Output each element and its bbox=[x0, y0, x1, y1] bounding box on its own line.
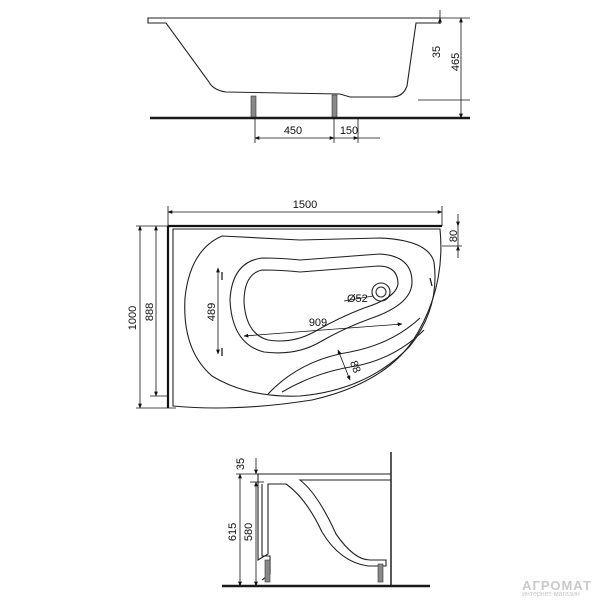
side-dim-leg-spacing: 450 bbox=[284, 125, 302, 137]
side-tub-outline bbox=[147, 17, 441, 98]
plan-drain-icon bbox=[375, 286, 387, 298]
plan-step-edge bbox=[281, 329, 425, 393]
plan-dim-basin-width: 489 bbox=[206, 303, 218, 321]
watermark-subtitle: интернет-магазин bbox=[522, 591, 580, 598]
plan-basin bbox=[229, 253, 413, 354]
side-leg-left bbox=[250, 95, 257, 119]
plan-dim-corner: 80 bbox=[448, 230, 460, 242]
plan-rim-line bbox=[184, 235, 436, 397]
end-leg-left bbox=[264, 559, 271, 583]
plan-outer-shell bbox=[172, 228, 442, 409]
plan-dim-length: 1500 bbox=[293, 199, 317, 211]
plan-dim-inner-width: 888 bbox=[144, 303, 156, 321]
plan-basin-inner bbox=[243, 265, 399, 342]
plan-dim-step-line bbox=[337, 349, 351, 381]
side-dim-height: 465 bbox=[450, 53, 462, 71]
end-tub-outline bbox=[257, 473, 392, 567]
watermark: АГРОМАТ интернет-магазин bbox=[522, 578, 592, 598]
end-view: 35 615 580 bbox=[222, 452, 430, 588]
end-leg-right bbox=[377, 563, 384, 583]
plan-dim-basin-length-line bbox=[243, 322, 403, 338]
side-dim-leg-offset: 150 bbox=[340, 125, 358, 137]
plan-dim-basin-length: 909 bbox=[309, 317, 327, 329]
plan-dim-step: 88 bbox=[347, 359, 362, 375]
end-dim-total: 615 bbox=[227, 523, 239, 541]
side-dim-rim: 35 bbox=[431, 46, 443, 58]
plan-view: 1500 1000 888 80 489 909 Ø52 88 bbox=[127, 199, 462, 409]
watermark-brand: АГРОМАТ bbox=[522, 578, 592, 593]
plan-dim-width: 1000 bbox=[127, 306, 139, 330]
plan-dim-drain: Ø52 bbox=[347, 293, 368, 305]
plan-drain-outer bbox=[371, 282, 391, 302]
side-leg-right bbox=[331, 94, 338, 119]
end-dim-rim: 35 bbox=[235, 458, 247, 470]
side-view: 35 465 450 150 bbox=[147, 10, 470, 143]
end-dim-body: 580 bbox=[243, 523, 255, 541]
